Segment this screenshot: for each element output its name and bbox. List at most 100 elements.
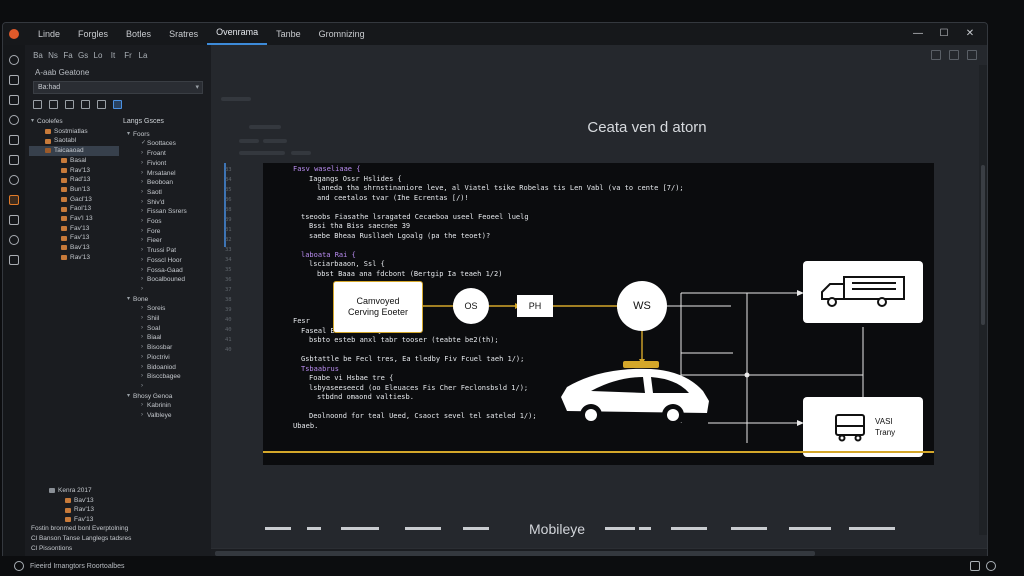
calendar-icon[interactable] [9, 175, 19, 185]
toolbar-item[interactable]: Fa [63, 51, 73, 60]
footer-line[interactable]: Cl Banson Tanse Langlegs tadsres [25, 534, 211, 544]
bug-icon[interactable] [9, 115, 19, 125]
tree-item[interactable]: ›Foos [123, 217, 211, 227]
tree-item[interactable]: ✓Soottaces [123, 139, 211, 149]
tree-item[interactable]: Fav'13 [45, 515, 205, 525]
tree-item[interactable]: ›Trussi Pat [123, 246, 211, 256]
tree-item[interactable]: Rav'13 [29, 253, 119, 263]
tree-item[interactable]: ›Fiviont [123, 159, 211, 169]
chevron-left-icon[interactable] [33, 100, 42, 109]
folder-icon[interactable] [9, 155, 19, 165]
filter-dropdown[interactable]: Ba:had ▾ [33, 81, 203, 94]
tree-item[interactable]: ›Fosscl Hoor [123, 256, 211, 266]
toolbar-item[interactable]: Fr [124, 51, 132, 60]
toolbar-item[interactable]: Ba [33, 51, 43, 60]
layout-icon[interactable] [949, 50, 959, 60]
scroll-thumb[interactable] [981, 165, 985, 325]
chrome-icon[interactable] [9, 215, 19, 225]
chevron-right-icon[interactable] [49, 100, 58, 109]
tree-item[interactable]: Faol'13 [29, 204, 119, 214]
tree-item[interactable]: Taicaaoad [29, 146, 119, 156]
settings-icon[interactable] [9, 255, 19, 265]
tree-item[interactable]: › [123, 382, 211, 392]
toolbar-item[interactable]: Gs [78, 51, 89, 60]
tree-item[interactable]: ›Shiv'd [123, 198, 211, 208]
tree-item[interactable]: Bav'13 [29, 243, 119, 253]
tree-item[interactable]: Bav'13 [45, 496, 205, 506]
tree-item[interactable]: ›Fieer [123, 236, 211, 246]
menu-item[interactable]: Botles [126, 29, 152, 39]
tree-item[interactable]: ›Fore [123, 227, 211, 237]
tree-item[interactable]: ▾Bhosy Genoa [123, 392, 211, 402]
tree-item[interactable]: ›Biaal [123, 333, 211, 343]
menu-item[interactable]: Ovenrama [207, 23, 268, 45]
cube-icon[interactable] [9, 235, 19, 245]
copy-icon[interactable] [81, 100, 90, 109]
tree-item[interactable]: Rav'13 [29, 166, 119, 176]
toolbar-item[interactable]: Ns [48, 51, 58, 60]
tree-item[interactable]: ›Mrsatanel [123, 169, 211, 179]
toolbar-item[interactable]: La [138, 51, 148, 60]
tree-item[interactable]: ›Bisccbagee [123, 372, 211, 382]
tree-item[interactable]: ›Froant [123, 149, 211, 159]
menu-item[interactable]: Forgles [78, 29, 109, 39]
tree-item[interactable]: ›Valbleye [123, 411, 211, 421]
tree-item[interactable]: Fav'l 13 [29, 214, 119, 224]
tree-item[interactable]: Sostmiatlas [29, 127, 119, 137]
tree-item[interactable]: ›Beoboan [123, 178, 211, 188]
tree-item[interactable]: ›Bisosbar [123, 343, 211, 353]
tree-item[interactable]: Bun'13 [29, 185, 119, 195]
refresh-icon[interactable] [113, 100, 122, 109]
footer-line[interactable]: Cl Pissontions [25, 544, 211, 554]
tree-item[interactable]: ›Pioctrivi [123, 353, 211, 363]
maximize-button[interactable]: ☐ [939, 28, 949, 39]
split-icon[interactable] [931, 50, 941, 60]
tree-item[interactable]: Gacl'13 [29, 195, 119, 205]
tree-item[interactable]: Basal [29, 156, 119, 166]
horizontal-scrollbar[interactable] [211, 548, 987, 559]
tree-item[interactable]: ▾Foors [123, 130, 211, 140]
tree-item[interactable]: Fav'13 [29, 233, 119, 243]
toolbar-item[interactable]: Lo [93, 51, 103, 60]
tree-item[interactable]: ›Kabrinin [123, 401, 211, 411]
tree-item[interactable]: ›Shiil [123, 314, 211, 324]
lock-icon[interactable] [97, 100, 106, 109]
pin-icon[interactable] [65, 100, 74, 109]
tree-item[interactable]: ›Fossa-Gaad [123, 266, 211, 276]
more-icon[interactable] [967, 50, 977, 60]
menu-item[interactable]: Sratres [169, 29, 199, 39]
tree-item[interactable]: ›Bocalbouned [123, 275, 211, 285]
notification-icon[interactable] [986, 561, 996, 571]
tree-item[interactable]: ▾Coolefes [29, 117, 119, 127]
tree-item[interactable]: Rad'13 [29, 175, 119, 185]
tree-item[interactable]: ›Soal [123, 324, 211, 334]
bell-icon[interactable] [970, 561, 980, 571]
footer-line[interactable]: Fostin bronmed bonl Everptolning [25, 524, 211, 534]
vertical-scrollbar[interactable] [979, 65, 987, 535]
book-icon[interactable] [9, 135, 19, 145]
toolbar-item[interactable]: It [110, 51, 116, 60]
tree-item[interactable]: ›Bidoaniod [123, 363, 211, 373]
status-gear-icon[interactable] [14, 561, 24, 571]
tree-item[interactable]: ▾Bone [123, 295, 211, 305]
minimize-button[interactable]: — [913, 28, 923, 39]
menu-item[interactable]: Linde [38, 29, 61, 39]
menu-item[interactable]: Gromnizing [318, 29, 365, 39]
timeline-axis [263, 451, 934, 453]
chevron-right-icon: › [141, 305, 143, 312]
tree-item[interactable]: Kenra 2017 [45, 486, 205, 496]
tree-item[interactable]: Rav'13 [45, 505, 205, 515]
scroll-thumb[interactable] [215, 551, 815, 556]
image-icon[interactable] [9, 95, 19, 105]
tree-item[interactable]: ›Saotl [123, 188, 211, 198]
tree-item[interactable]: ›Soreis [123, 304, 211, 314]
menu-item[interactable]: Tanbe [276, 29, 301, 39]
close-button[interactable]: ✕ [965, 28, 975, 39]
globe-icon[interactable] [9, 55, 19, 65]
tree-item[interactable]: Saotabl [29, 136, 119, 146]
clock-icon[interactable] [9, 75, 19, 85]
tree-item[interactable]: Fav'13 [29, 224, 119, 234]
tree-item[interactable]: › [123, 285, 211, 295]
fire-icon[interactable] [9, 195, 19, 205]
tree-item[interactable]: ›Fissan Ssrers [123, 207, 211, 217]
